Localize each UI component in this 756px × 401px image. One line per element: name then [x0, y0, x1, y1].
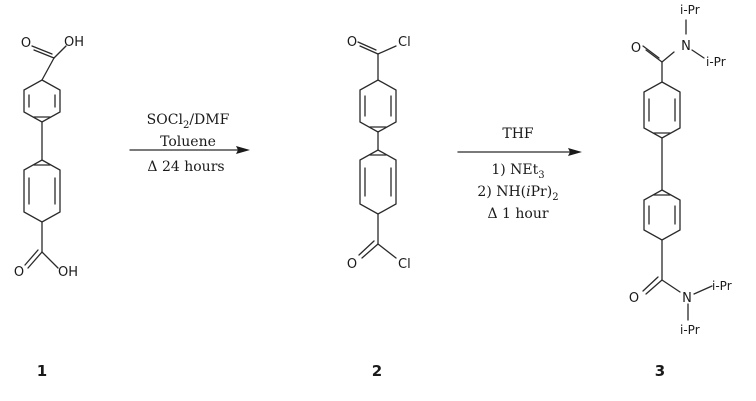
- step2-arrow-head: [568, 148, 582, 156]
- biphenyl-core-3: [642, 19, 713, 321]
- step1-reagent: SOCl2/DMF: [147, 112, 230, 131]
- compound-1-bottom-hydroxyl: OH: [58, 265, 78, 280]
- compound-1-top-hydroxyl: OH: [64, 35, 84, 50]
- reaction-step-1: SOCl2/DMF Toluene Δ 24 hours: [129, 112, 250, 175]
- reaction-step-2: THF 1) NEt3 2) NH(iPr)2 Δ 1 hour: [457, 126, 582, 222]
- compound-1-number: 1: [37, 362, 47, 380]
- compound-3-top-isopropyl-1: i-Pr: [680, 3, 700, 17]
- compound-3: O N i-Pr i-Pr O N i-Pr i-Pr 3: [629, 3, 732, 380]
- compound-3-bottom-isopropyl-2: i-Pr: [680, 323, 700, 337]
- biphenyl-core-2: [357, 41, 397, 259]
- step2-amine: 2) NH(iPr)2: [477, 184, 558, 203]
- compound-1: O OH O OH 1: [14, 35, 84, 380]
- compound-3-bottom-oxygen: O: [629, 291, 639, 306]
- step2-solvent: THF: [502, 126, 534, 142]
- compound-2-top-oxygen: O: [347, 35, 357, 50]
- compound-3-bottom-isopropyl-1: i-Pr: [712, 279, 732, 293]
- biphenyl-core-1: [23, 45, 67, 269]
- step1-solvent: Toluene: [160, 134, 216, 150]
- compound-1-bottom-oxygen: O: [14, 265, 24, 280]
- step2-condition: Δ 1 hour: [487, 206, 548, 222]
- compound-3-top-isopropyl-2: i-Pr: [706, 55, 726, 69]
- compound-1-top-oxygen: O: [21, 36, 31, 51]
- step1-arrow-head: [236, 146, 250, 154]
- compound-3-top-oxygen: O: [631, 41, 641, 56]
- compound-2-bottom-chlorine: Cl: [398, 257, 411, 272]
- compound-2-top-chlorine: Cl: [398, 35, 411, 50]
- compound-3-bottom-nitrogen: N: [682, 291, 692, 306]
- compound-2: O Cl O Cl 2: [347, 35, 411, 380]
- compound-2-number: 2: [372, 362, 382, 380]
- compound-3-number: 3: [655, 362, 665, 380]
- step2-base: 1) NEt3: [491, 162, 544, 181]
- compound-3-top-nitrogen: N: [681, 39, 691, 54]
- compound-2-bottom-oxygen: O: [347, 257, 357, 272]
- step1-condition: Δ 24 hours: [147, 159, 224, 175]
